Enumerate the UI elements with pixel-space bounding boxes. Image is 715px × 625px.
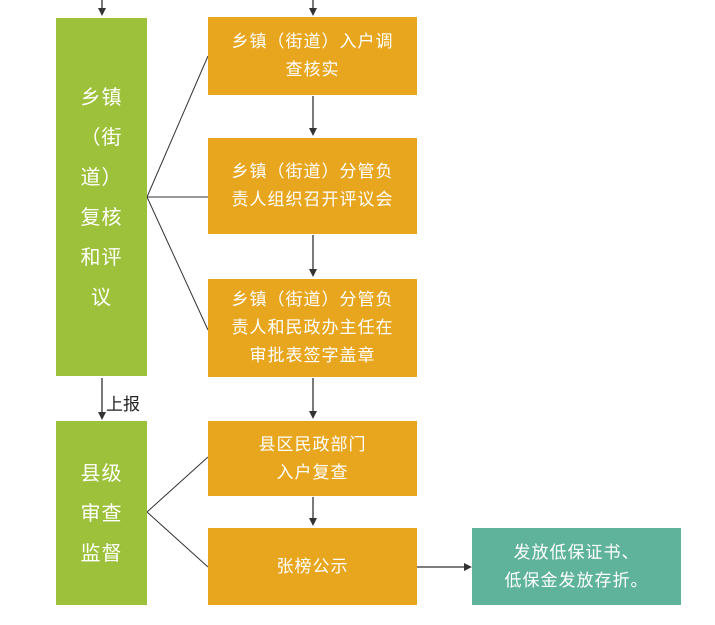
- step-sign-text: 乡镇（街道）分管负 责人和民政办主任在 审批表签字盖章: [231, 290, 394, 366]
- report-label: 上报: [106, 395, 140, 415]
- final-box: 发放低保证书、 低保金发放存折。: [472, 528, 681, 605]
- review-box: 乡镇 （街 道） 复核 和评 议: [56, 18, 147, 376]
- step-county-recheck: 县区民政部门 入户复查: [208, 421, 417, 496]
- step-investigate: 乡镇（街道）入户调 查核实: [208, 17, 417, 95]
- step-publicize: 张榜公示: [208, 528, 417, 605]
- step-publicize-text: 张榜公示: [276, 556, 349, 577]
- step-meeting-text: 乡镇（街道）分管负 责人组织召开评议会: [231, 162, 394, 210]
- step-investigate-text: 乡镇（街道）入户调 查核实: [231, 32, 394, 80]
- county-box: 县级 审查 监督: [56, 421, 147, 605]
- step-meeting: 乡镇（街道）分管负 责人组织召开评议会: [208, 138, 417, 234]
- final-box-text: 发放低保证书、 低保金发放存折。: [504, 542, 649, 591]
- step-county-recheck-text: 县区民政部门 入户复查: [258, 434, 367, 483]
- step-sign: 乡镇（街道）分管负 责人和民政办主任在 审批表签字盖章: [208, 279, 417, 377]
- review-box-text: 乡镇 （街 道） 复核 和评 议: [80, 85, 123, 309]
- county-box-text: 县级 审查 监督: [80, 461, 123, 565]
